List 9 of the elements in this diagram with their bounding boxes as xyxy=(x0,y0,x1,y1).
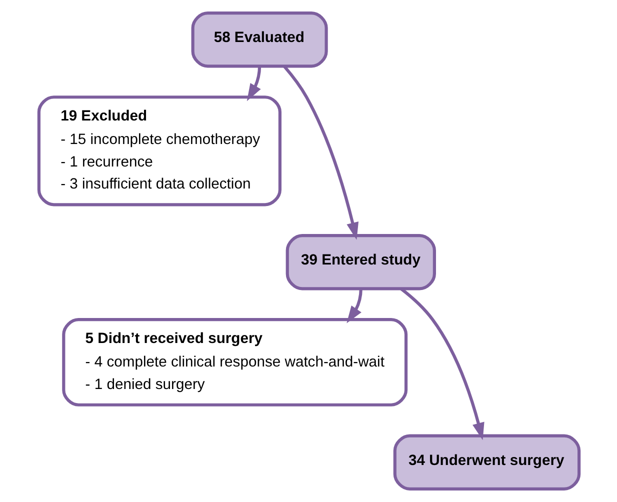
arrow xyxy=(246,66,261,102)
node-box: 34 Underwent surgery xyxy=(392,434,580,490)
arrow xyxy=(282,65,358,240)
arrow xyxy=(400,288,484,440)
node-box: 39 Entered study xyxy=(285,234,436,290)
node-box: 19 Excluded - 15 incomplete chemotherapy - 1 recurrence - 3 insufficient data collection xyxy=(36,96,281,206)
node-box: 5 Didn’t received surgery - 4 complete clinical response watch-and-wait - 1 denied surgery xyxy=(62,318,408,406)
node-box: 58 Evaluated xyxy=(190,12,328,68)
arrow xyxy=(346,288,362,324)
